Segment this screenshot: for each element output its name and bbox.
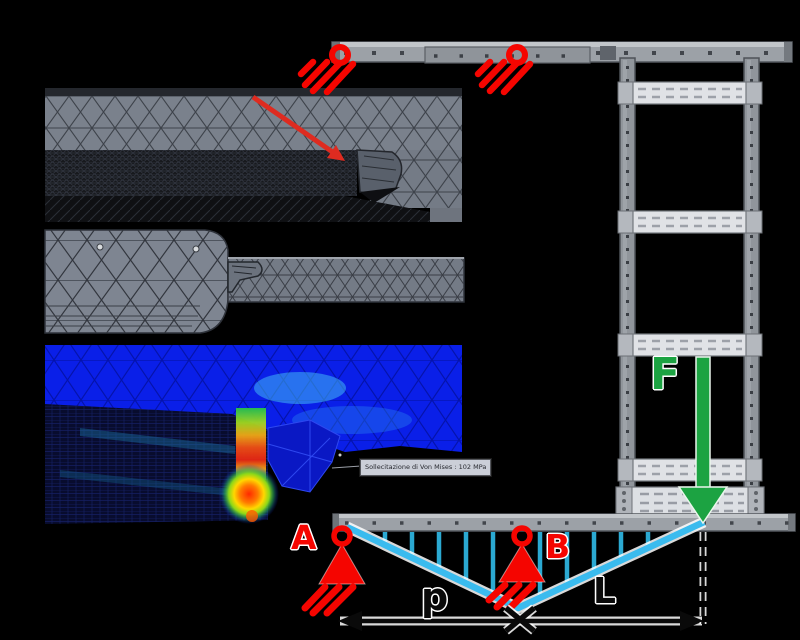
- moment-envelope-line: [345, 519, 706, 612]
- end-connector-detail: [356, 149, 403, 195]
- ladder-rung: [617, 210, 763, 234]
- max-stress-hotspot: [219, 464, 279, 524]
- distributed-load-diagram: [344, 517, 707, 614]
- rail-coupler: [600, 46, 616, 60]
- fea-mesh-assembly-view: [44, 229, 465, 334]
- annotation-arrow-icon: [251, 94, 345, 161]
- tooltip-leader-line: [331, 465, 362, 469]
- hook-tab-detail: [227, 261, 263, 293]
- ladder-rung: [617, 458, 763, 482]
- cable-tray-front-view: [615, 57, 765, 517]
- dimension-p-label: p: [421, 575, 449, 619]
- ladder-rung: [617, 81, 763, 105]
- bracket-part: [267, 419, 341, 493]
- cable-tray-side-rail-top: [331, 41, 793, 64]
- dimension-arrow-icon: [338, 604, 704, 635]
- fea-von-mises-stress-view: [45, 345, 462, 524]
- fea-mesh-detail-view: [45, 88, 462, 222]
- bolt-hole: [96, 243, 104, 251]
- roller-support-icon: [297, 44, 357, 96]
- pin-support-icon: [485, 525, 546, 613]
- cable-tray-side-rail-bottom: [332, 513, 796, 532]
- force-arrow-icon: [677, 356, 729, 525]
- support-a-label: A: [291, 518, 317, 557]
- bolt-hole: [192, 245, 200, 253]
- force-f-label: F: [650, 349, 681, 400]
- von-mises-tooltip: Sollecitazione di Von Mises : 102 MPa: [360, 459, 492, 476]
- support-b-label: B: [545, 527, 571, 566]
- roller-support-icon: [474, 44, 534, 96]
- pin-support-icon: [301, 525, 366, 617]
- ladder-rung: [617, 333, 763, 357]
- dimension-l-label: L: [593, 571, 616, 612]
